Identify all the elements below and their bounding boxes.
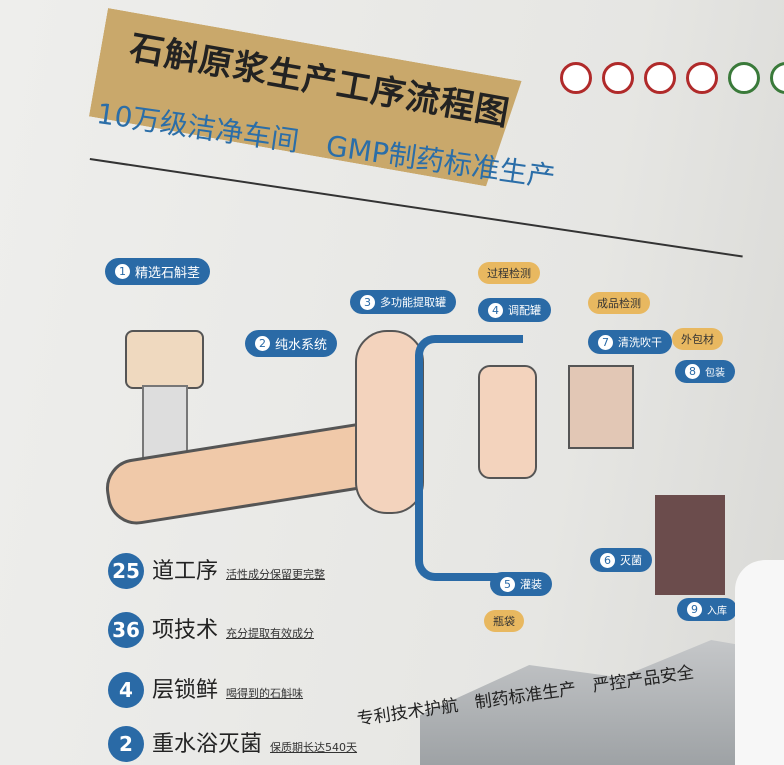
packaging-material: 外包材	[672, 328, 723, 350]
logo-icon	[602, 62, 634, 94]
step-6: 6 灭菌	[590, 548, 652, 572]
step-number: 2	[255, 336, 270, 351]
certification-logos	[560, 62, 784, 94]
dryer-illustration	[568, 365, 634, 449]
warehouse-stack-illustration	[655, 495, 725, 595]
step-9: 9 入库	[677, 598, 737, 621]
stat-title: 重水浴灭菌	[152, 732, 263, 757]
logo-icon	[770, 62, 784, 94]
stat-note: 活性成分保留更完整	[226, 568, 326, 581]
stat-item: 25 道工序活性成分保留更完整	[108, 553, 325, 589]
stat-number: 36	[108, 612, 144, 648]
product-check: 成品检测	[588, 292, 650, 314]
logo-icon	[644, 62, 676, 94]
stat-note: 喝得到的石斛味	[226, 687, 304, 700]
pipe-illustration	[415, 335, 523, 581]
process-check: 过程检测	[478, 262, 540, 284]
step-7: 7 清洗吹干	[588, 330, 672, 354]
step-label: 调配罐	[508, 304, 541, 317]
step-label: 纯水系统	[275, 338, 328, 353]
step-3: 3 多功能提取罐	[350, 290, 456, 314]
plant-pot-illustration	[125, 330, 204, 389]
step-8: 8 包装	[675, 360, 735, 383]
mixing-tank-illustration	[478, 365, 537, 479]
step-label: 入库	[707, 606, 727, 617]
step-number: 6	[600, 552, 615, 568]
bottle-bag: 瓶袋	[484, 610, 524, 632]
step-number: 9	[687, 602, 702, 617]
stat-title: 道工序	[152, 559, 219, 584]
extraction-tank-illustration	[355, 330, 424, 514]
step-5: 5 灌装	[490, 572, 552, 596]
step-label: 精选石斛茎	[135, 266, 201, 281]
step-label: 多功能提取罐	[380, 296, 446, 309]
stat-note: 保质期长达540天	[270, 741, 358, 754]
stat-number: 2	[108, 726, 144, 762]
logo-icon	[560, 62, 592, 94]
logo-icon	[728, 62, 760, 94]
step-label: 清洗吹干	[618, 336, 662, 349]
step-number: 7	[598, 334, 613, 350]
stat-item: 4 层锁鲜喝得到的石斛味	[108, 672, 303, 708]
step-label: 灌装	[520, 578, 542, 591]
step-1: 1 精选石斛茎	[105, 258, 211, 285]
stat-item: 2 重水浴灭菌保质期长达540天	[108, 726, 357, 762]
stat-title: 项技术	[152, 618, 219, 643]
step-label: 灭菌	[620, 554, 642, 567]
step-number: 3	[360, 294, 375, 310]
step-label: 包装	[705, 368, 725, 379]
step-number: 5	[500, 576, 515, 592]
stat-number: 4	[108, 672, 144, 708]
stat-number: 25	[108, 553, 144, 589]
stat-item: 36 项技术充分提取有效成分	[108, 612, 314, 648]
stat-note: 充分提取有效成分	[226, 627, 315, 640]
person-edge	[735, 560, 784, 765]
step-number: 4	[488, 302, 503, 318]
logo-icon	[686, 62, 718, 94]
step-number: 8	[685, 364, 700, 379]
step-2: 2 纯水系统	[245, 330, 338, 357]
step-4: 4 调配罐	[478, 298, 551, 322]
stat-title: 层锁鲜	[152, 678, 219, 703]
step-number: 1	[115, 264, 130, 279]
